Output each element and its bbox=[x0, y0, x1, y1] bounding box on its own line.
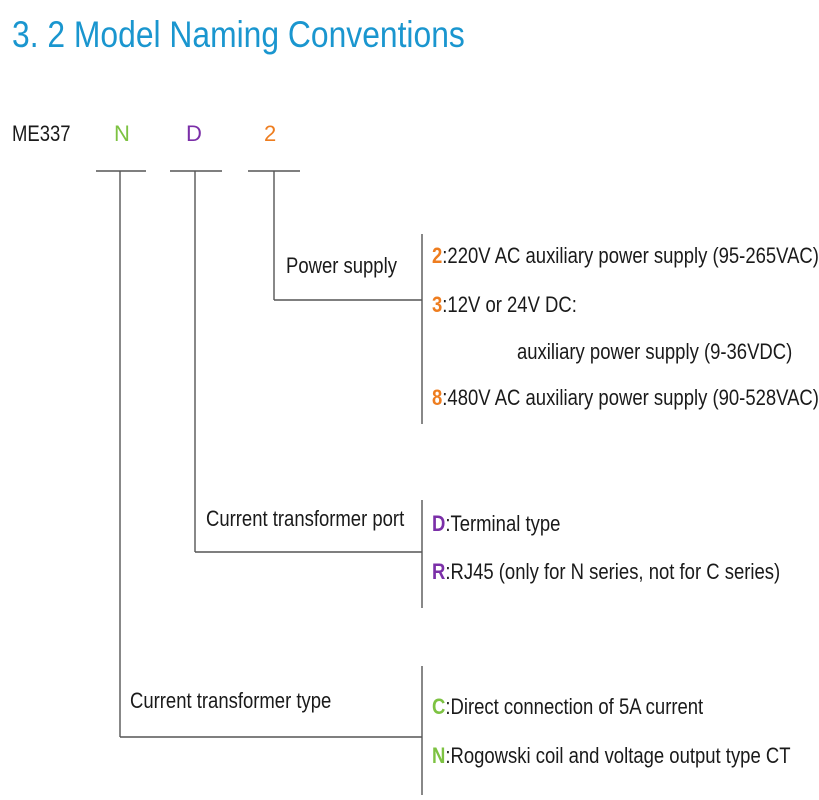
option-power-480v: 8:480V AC auxiliary power supply (90-528… bbox=[432, 385, 819, 411]
option-key: N bbox=[432, 743, 446, 768]
option-sep: : bbox=[445, 511, 451, 536]
option-key: C bbox=[432, 694, 446, 719]
option-sep: : bbox=[445, 559, 451, 584]
option-text: Direct connection of 5A current bbox=[450, 694, 704, 719]
option-text: RJ45 (only for N series, not for C serie… bbox=[450, 559, 781, 584]
option-key: 8 bbox=[432, 385, 443, 410]
option-key: R bbox=[432, 559, 446, 584]
naming-connector-lines bbox=[96, 170, 423, 795]
option-text: auxiliary power supply (9-36VDC) bbox=[517, 339, 793, 364]
option-type-rogowski: N:Rogowski coil and voltage output type … bbox=[432, 743, 791, 769]
option-text: Rogowski coil and voltage output type CT bbox=[450, 743, 791, 768]
label-ct-port: Current transformer port bbox=[206, 506, 405, 531]
option-type-direct: C:Direct connection of 5A current bbox=[432, 694, 703, 720]
label-ct-type: Current transformer type bbox=[130, 688, 332, 713]
option-power-220v: 2:220V AC auxiliary power supply (95-265… bbox=[432, 243, 819, 269]
option-power-12v-24v: 3:12V or 24V DC: bbox=[432, 292, 577, 318]
page-title: 3. 2 Model Naming Conventions bbox=[12, 14, 465, 55]
option-text: 220V AC auxiliary power supply (95-265VA… bbox=[447, 243, 819, 268]
option-key: D bbox=[432, 511, 446, 536]
option-text: 480V AC auxiliary power supply (90-528VA… bbox=[447, 385, 819, 410]
option-sep: : bbox=[445, 694, 451, 719]
option-sep: : bbox=[442, 385, 448, 410]
option-sep: : bbox=[442, 243, 448, 268]
option-key: 3 bbox=[432, 292, 443, 317]
code-ct-type: N bbox=[114, 121, 130, 146]
option-text: 12V or 24V DC: bbox=[447, 292, 577, 317]
option-sep: : bbox=[442, 292, 448, 317]
option-power-dc-detail: auxiliary power supply (9-36VDC) bbox=[517, 339, 792, 365]
option-key: 2 bbox=[432, 243, 443, 268]
option-port-terminal: D:Terminal type bbox=[432, 511, 560, 537]
option-port-rj45: R:RJ45 (only for N series, not for C ser… bbox=[432, 559, 780, 585]
option-text: Terminal type bbox=[450, 511, 561, 536]
model-prefix: ME337 bbox=[12, 121, 71, 146]
code-power-supply: 2 bbox=[264, 121, 277, 146]
label-power-supply: Power supply bbox=[286, 253, 397, 278]
code-ct-port: D bbox=[186, 121, 202, 146]
option-sep: : bbox=[445, 743, 451, 768]
